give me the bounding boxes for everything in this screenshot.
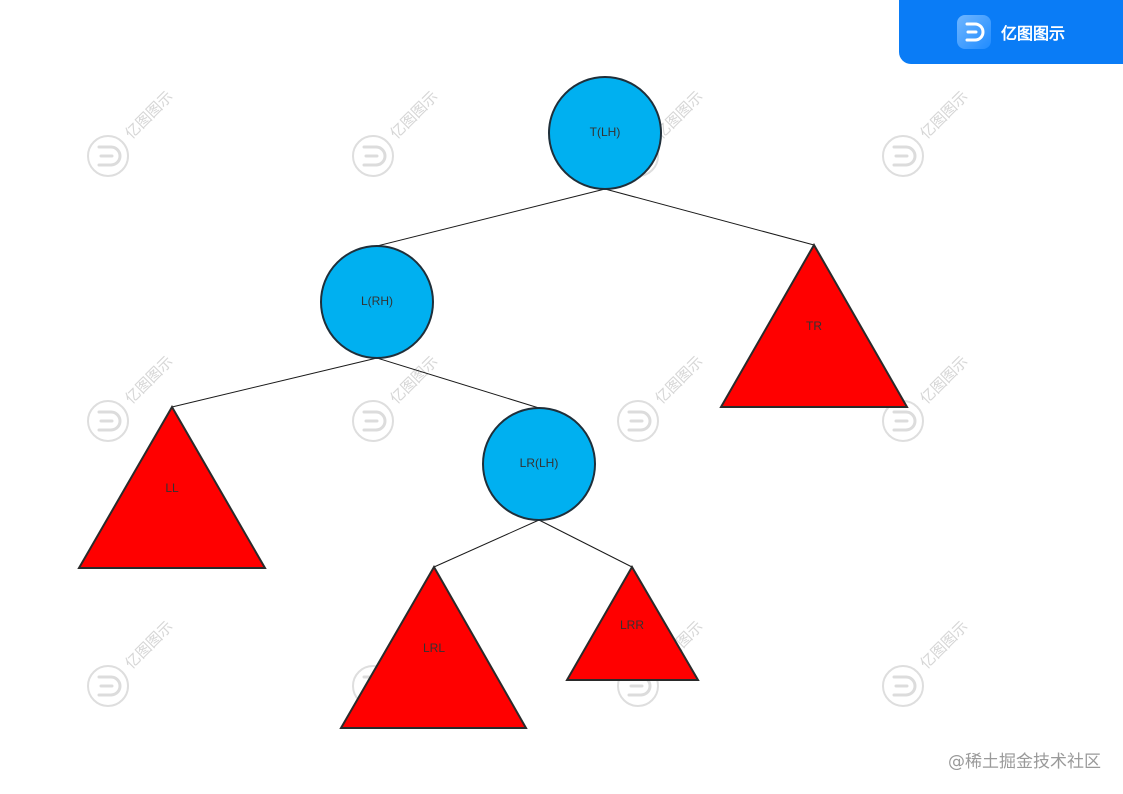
watermark-text: 亿图图示 (386, 352, 441, 407)
edraw-logo-icon (892, 145, 917, 167)
edraw-logo-icon (97, 675, 122, 697)
node-t[interactable]: T(LH) (548, 76, 662, 190)
edraw-logo-icon (892, 410, 917, 432)
node-label: LRL (423, 641, 445, 655)
edraw-logo-icon (892, 675, 917, 697)
brand-name: 亿图图示 (1000, 24, 1065, 43)
nodes: T(LH) L(RH) TR LL LR(LH) LRL LRR (77, 76, 909, 729)
watermark-logo-icon (352, 135, 394, 177)
watermark: 亿图图示 (352, 87, 442, 177)
edge-l-ll (171, 357, 378, 408)
edraw-logo-icon (97, 145, 122, 167)
edge-t-l (376, 188, 606, 247)
edge-lr-lrr (538, 519, 633, 568)
watermark-text: 亿图图示 (386, 87, 441, 142)
edge-l-lr (376, 357, 540, 409)
node-tr[interactable]: TR (719, 242, 909, 408)
edge-lr-lrl (433, 519, 540, 568)
node-triangle (77, 405, 267, 569)
watermark-logo-icon (87, 400, 129, 442)
node-lrr[interactable]: LRR (565, 565, 700, 681)
watermark-text: 亿图图示 (916, 87, 971, 142)
watermark: 亿图图示 (617, 352, 707, 442)
node-label: LRR (620, 618, 644, 632)
brand-badge[interactable]: 亿图图示 (899, 0, 1123, 64)
credit-text: @稀土掘金技术社区 (948, 752, 1101, 772)
node-label: L(RH) (361, 294, 393, 308)
watermark-logo-icon (87, 135, 129, 177)
node-circle (482, 407, 596, 521)
node-label: T(LH) (590, 125, 621, 139)
watermark-logo-icon (87, 665, 129, 707)
watermark: 亿图图示 (87, 617, 177, 707)
watermark-text: 亿图图示 (121, 352, 176, 407)
node-triangle (565, 565, 700, 681)
edges (171, 188, 815, 568)
watermark-logo-icon (352, 400, 394, 442)
watermark: 亿图图示 (882, 87, 972, 177)
watermark-logo-icon (617, 400, 659, 442)
node-circle (320, 245, 434, 359)
edraw-logo-icon (627, 410, 652, 432)
edraw-logo-icon (956, 15, 991, 49)
node-label: TR (806, 319, 822, 333)
edraw-logo-icon (97, 410, 122, 432)
watermark: 亿图图示 (882, 617, 972, 707)
node-lr[interactable]: LR(LH) (482, 407, 596, 521)
watermark-text: 亿图图示 (651, 352, 706, 407)
watermark-text: 亿图图示 (121, 87, 176, 142)
node-label: LL (165, 481, 179, 495)
edraw-logo-icon (362, 145, 387, 167)
watermark-text: 亿图图示 (121, 617, 176, 672)
watermark: 亿图图示 (87, 87, 177, 177)
node-ll[interactable]: LL (77, 405, 267, 569)
watermark-text: 亿图图示 (916, 617, 971, 672)
edraw-logo-icon (362, 410, 387, 432)
watermark-logo-icon (882, 665, 924, 707)
watermark-logo-icon (882, 135, 924, 177)
watermark-text: 亿图图示 (916, 352, 971, 407)
node-triangle (339, 564, 528, 729)
node-lrl[interactable]: LRL (339, 564, 528, 729)
node-triangle (719, 242, 909, 408)
node-circle (548, 76, 662, 190)
node-l[interactable]: L(RH) (320, 245, 434, 359)
node-label: LR(LH) (520, 456, 559, 470)
edge-t-tr (604, 188, 815, 246)
watermark: 亿图图示 (352, 352, 442, 442)
